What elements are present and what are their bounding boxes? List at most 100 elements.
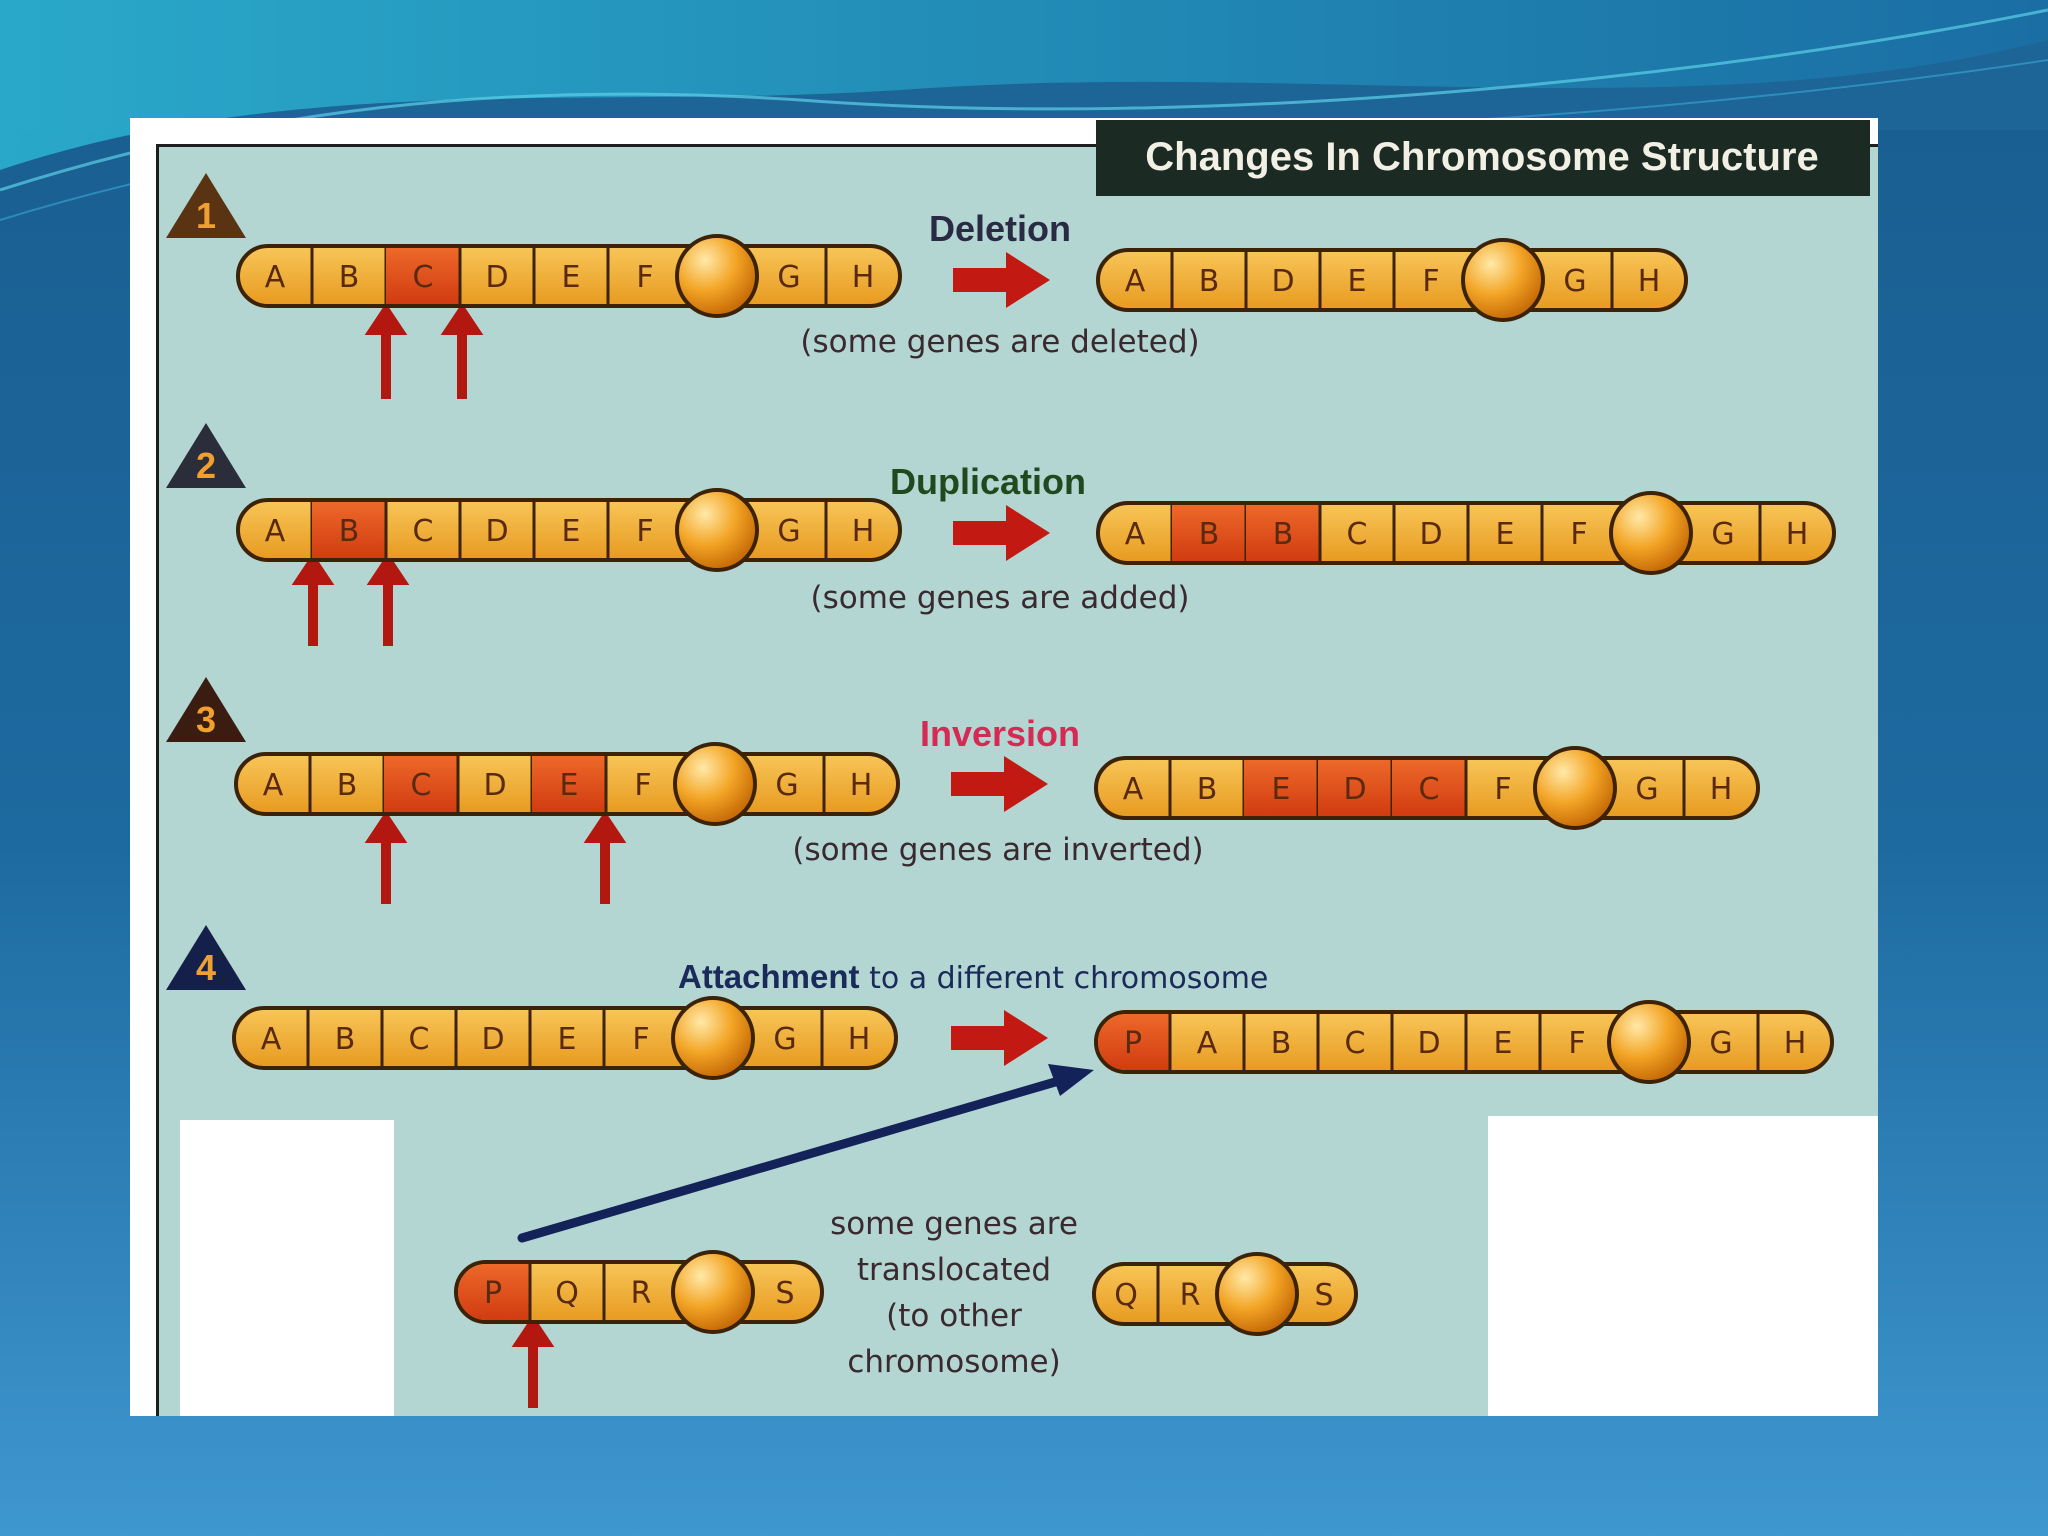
chromosome-1-after-gene-label: E xyxy=(1348,264,1367,299)
chromosome-2-after-segment-highlight xyxy=(1246,505,1320,561)
chromosome-3-before-gene-label: A xyxy=(263,768,284,803)
chromosome-2-before-gene-label: D xyxy=(485,514,508,549)
label-attachment-suffix: to a different chromosome xyxy=(860,961,1269,996)
chromosome-2-after-gene-label: C xyxy=(1347,517,1368,552)
transition-arrow-4 xyxy=(951,1010,1048,1066)
label-deletion: Deletion xyxy=(929,208,1071,249)
label-attachment: Attachment to a different chromosome xyxy=(678,958,1268,996)
frame-border-top xyxy=(156,144,1878,147)
chromosome-4-after-gene-label: G xyxy=(1709,1026,1732,1061)
frame-border-left xyxy=(156,144,159,1416)
chromosome-4-after-gene-label: B xyxy=(1271,1026,1292,1061)
chromosome-2-before-gene-label: A xyxy=(265,514,286,549)
blank-panel-left xyxy=(180,1120,394,1416)
chromosome-1-before-gene-label: A xyxy=(265,260,286,295)
chromosome-1-before-gene-label: G xyxy=(777,260,800,295)
chromosome-1-after-gene-label: H xyxy=(1638,264,1661,299)
transition-arrow-1 xyxy=(953,252,1050,308)
title-banner xyxy=(1096,120,1870,196)
chromosome-2-after-segment-highlight xyxy=(1172,505,1246,561)
chromosome-2-before-centromere xyxy=(675,488,759,572)
chromosome-4-before-gene-label: F xyxy=(632,1022,649,1057)
chromosome-4-after-segment-highlight xyxy=(1098,1014,1170,1070)
chromosome-4-before-gene-label: B xyxy=(335,1022,356,1057)
chromosome-1-before-gene-label: D xyxy=(485,260,508,295)
chromosome-2-before-gene-label: C xyxy=(413,514,434,549)
desc-deletion: (some genes are deleted) xyxy=(800,324,1199,360)
pointer-arrow-deletion-1 xyxy=(364,302,408,399)
donor-chromosome-before-gene-label: S xyxy=(775,1276,794,1311)
chromosome-2-before-gene-label: H xyxy=(852,514,875,549)
chromosome-3-after-segment-highlight xyxy=(1318,760,1392,816)
chromosome-diagram: Changes In Chromosome Structure 1 2 3 4 … xyxy=(166,120,1870,1408)
chromosome-3-before-gene-label: B xyxy=(337,768,358,803)
chromosome-1-before-gene-label: C xyxy=(413,260,434,295)
chromosome-1-before-gene-label: H xyxy=(852,260,875,295)
chromosome-2-after-gene-label: A xyxy=(1125,517,1146,552)
pointer-arrow-inversion-1 xyxy=(364,810,408,904)
chromosome-2-after-gene-label: B xyxy=(1199,517,1220,552)
chromosome-4-after-gene-label: A xyxy=(1197,1026,1218,1061)
desc-duplication: (some genes are added) xyxy=(811,580,1190,616)
chromosome-1-after-gene-label: D xyxy=(1271,264,1294,299)
chromosome-3-after-segment-highlight xyxy=(1244,760,1318,816)
chromosome-2-after-gene-label: F xyxy=(1570,517,1587,552)
chromosome-1-before-centromere xyxy=(675,234,759,318)
chromosome-4-before-gene-label: H xyxy=(848,1022,871,1057)
chromosome-1-after-centromere xyxy=(1461,238,1545,322)
chromosome-4-before-gene-label: C xyxy=(409,1022,430,1057)
chromosome-1-after-gene-label: F xyxy=(1422,264,1439,299)
chromosome-1-before-gene-label: B xyxy=(339,260,360,295)
blank-panel-right xyxy=(1488,1116,1878,1416)
chromosome-4-before-gene-label: G xyxy=(773,1022,796,1057)
translocation-line-1: some genes are xyxy=(830,1206,1078,1242)
chromosome-3-after-segment-highlight xyxy=(1392,760,1466,816)
translocation-line-2: translocated xyxy=(857,1252,1051,1288)
chromosome-2-before-gene-label: F xyxy=(636,514,653,549)
chromosome-3-before-gene-label: D xyxy=(483,768,506,803)
chromosome-3-before-centromere xyxy=(673,742,757,826)
step-number-4: 4 xyxy=(196,947,216,988)
chromosome-2-before-gene-label: E xyxy=(562,514,581,549)
step-number-3: 3 xyxy=(196,699,216,740)
step-marker-2: 2 xyxy=(166,423,246,488)
chromosome-3-before-gene-label: H xyxy=(850,768,873,803)
chromosome-3-before-segment-highlight xyxy=(384,756,458,812)
chromosome-3-after-centromere xyxy=(1533,746,1617,830)
donor-chromosome-after-centromere xyxy=(1215,1252,1299,1336)
transition-arrow-3 xyxy=(951,756,1048,812)
chromosome-3-after-gene-label: G xyxy=(1635,772,1658,807)
chromosome-1-after-gene-label: G xyxy=(1563,264,1586,299)
step-marker-4: 4 xyxy=(166,925,246,990)
pointer-arrow-duplication-1 xyxy=(291,552,335,646)
chromosome-figure: Changes In Chromosome Structure 1 2 3 4 … xyxy=(130,118,1878,1416)
chromosome-2-after-centromere xyxy=(1609,491,1693,575)
label-attachment-bold: Attachment xyxy=(678,958,860,995)
chromosome-2-before-gene-label: B xyxy=(339,514,360,549)
chromosome-3-after-gene-label: A xyxy=(1123,772,1144,807)
pointer-arrow-inversion-2 xyxy=(583,810,627,904)
chromosome-4-after-centromere xyxy=(1607,1000,1691,1084)
translocation-arrow xyxy=(517,1064,1094,1243)
chromosome-4-before-gene-label: A xyxy=(261,1022,282,1057)
pointer-arrow-duplication-2 xyxy=(366,552,410,646)
chromosome-2-after-gene-label: G xyxy=(1711,517,1734,552)
desc-inversion: (some genes are inverted) xyxy=(792,832,1203,868)
chromosome-4-after-gene-label: H xyxy=(1784,1026,1807,1061)
chromosome-3-after-gene-label: F xyxy=(1494,772,1511,807)
chromosome-2-before-segment-highlight xyxy=(312,502,386,558)
chromosome-1-after-body xyxy=(1096,248,1688,312)
chromosome-1-after-gene-label: B xyxy=(1199,264,1220,299)
translocation-line-4: chromosome) xyxy=(847,1344,1060,1380)
donor-chromosome-after-gene-label: R xyxy=(1180,1278,1201,1313)
chromosome-1-after-gene-label: A xyxy=(1125,264,1146,299)
chromosome-2-before-gene-label: G xyxy=(777,514,800,549)
donor-chromosome-before-segment-highlight xyxy=(458,1264,530,1320)
